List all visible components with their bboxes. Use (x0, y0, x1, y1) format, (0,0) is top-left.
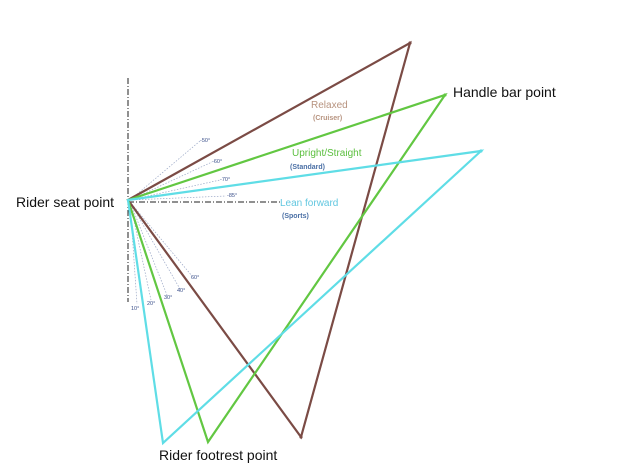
angle-ray-50 (129, 140, 201, 201)
angle-label-20: 20° (147, 301, 155, 307)
angle-label-40: 40° (177, 288, 185, 294)
handle-bar-point-standard (443, 93, 447, 97)
angle-ray-10 (129, 201, 138, 305)
angle-label-minus-70: -70° (220, 177, 230, 183)
upright-standard-triangle (126, 92, 448, 445)
handle-bar-point-relaxed (408, 41, 412, 45)
relaxed-label: Relaxed (311, 100, 348, 111)
angle-label-60: 60° (191, 275, 199, 281)
angle-label-minus-60: -60° (212, 159, 222, 165)
angle-label-minus-50: -50° (200, 138, 210, 144)
angle-label-10: 10° (131, 306, 139, 312)
lower-angle-rays (129, 201, 193, 305)
relaxed-cruiser-triangle (126, 40, 412, 440)
footrest-point-relaxed (299, 435, 303, 439)
sports-sublabel: (Sports) (282, 213, 309, 220)
rider-footrest-point-label: Rider footrest point (159, 447, 277, 463)
handle-bar-point-sports (479, 149, 483, 153)
rider-seat-point-label: Rider seat point (16, 194, 114, 210)
upright-straight-label: Upright/Straight (292, 148, 362, 159)
angle-ray-40 (129, 201, 181, 290)
lean-forward-sports-triangle (126, 149, 485, 446)
lean-forward-label: Lean forward (280, 198, 338, 209)
angle-ray-60 (129, 201, 193, 277)
angle-label-30: 30° (164, 295, 172, 301)
handle-bar-point-label: Handle bar point (453, 84, 556, 100)
angle-label-minus-85: -85° (227, 193, 237, 199)
cruiser-sublabel: (Cruiser) (313, 115, 342, 122)
angle-ray-85 (129, 195, 227, 201)
standard-sublabel: (Standard) (290, 164, 325, 171)
